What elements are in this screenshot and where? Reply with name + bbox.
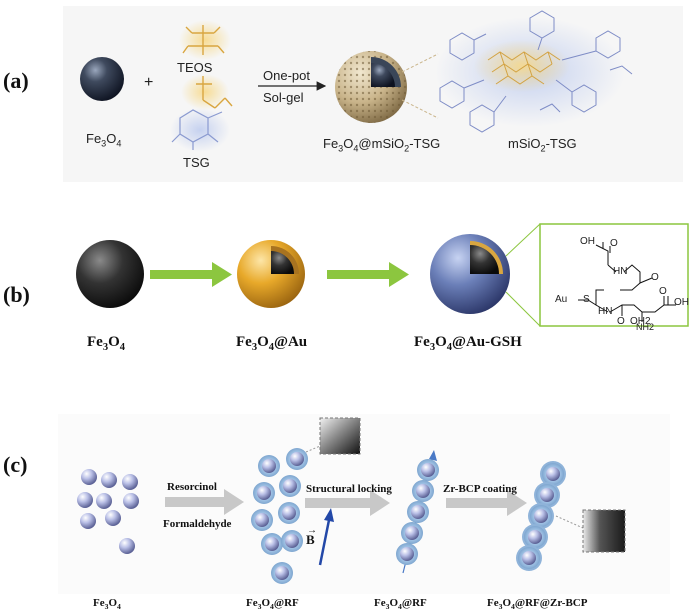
chem-hn-2: HN (598, 306, 613, 317)
c-field-arrow (318, 519, 331, 566)
chem-o-4: O (659, 286, 667, 297)
panel-letter-a: (a) (3, 68, 29, 93)
c-tem-inset-2 (555, 509, 626, 553)
panel-letter-c: (c) (3, 452, 28, 477)
c-tem-inset-1 (305, 417, 361, 455)
c-step-3: Zr-BCP coating (443, 483, 517, 495)
b-label-gsh: Fe3O4@Au-GSH (414, 334, 522, 353)
c-reagent-2: Formaldehyde (163, 518, 232, 530)
c-field-label: B→ (306, 525, 317, 547)
chem-oh-2: OH (674, 297, 689, 308)
c-chain-1 (396, 459, 439, 565)
c-arrow-1 (165, 489, 244, 515)
a-tsg-molecule (170, 74, 233, 152)
b-arrow-1 (150, 262, 232, 287)
a-network-structure (435, 10, 633, 133)
c-label-2: Fe3O4@RF (246, 597, 299, 612)
a-label-fe3o4: Fe3O4 (86, 131, 122, 149)
panel-letter-b: (b) (3, 282, 30, 307)
b-label-fe3o4: Fe3O4 (87, 334, 125, 353)
chem-oh-1: OH (580, 236, 595, 247)
chem-o-1: O (610, 238, 618, 249)
c-step-2: Structural locking (306, 483, 392, 495)
c-free-particles (77, 469, 139, 554)
c-reagent-1: Resorcinol (167, 481, 217, 493)
c-rf-particles (251, 448, 308, 584)
a-core-shell-sphere (335, 51, 407, 123)
c-chain-2 (516, 461, 566, 571)
a-fe3o4-sphere (80, 57, 124, 101)
b-arrow-2 (327, 262, 409, 287)
a-label-tsg: TSG (183, 155, 210, 170)
c-arrow-3 (446, 490, 527, 516)
c-label-3: Fe3O4@RF (374, 597, 427, 612)
chem-o-2: O (651, 272, 659, 283)
chem-oh2: OH2 (630, 316, 651, 327)
c-arrow-2 (305, 490, 390, 516)
a-teos-molecule (179, 20, 231, 60)
b-fe3o4-sphere (76, 240, 144, 308)
chem-o-3: O (617, 316, 625, 327)
a-plus-sign: + (144, 74, 154, 91)
chem-au: Au (555, 294, 568, 305)
b-gsh-skeleton (578, 242, 676, 322)
chem-hn-1: HN (613, 266, 628, 277)
a-label-teos: TEOS (177, 60, 213, 75)
a-label-zoom: mSiO2-TSG (508, 136, 577, 154)
c-label-1: Fe3O4 (93, 597, 121, 612)
c-label-4: Fe3O4@RF@Zr-BCP (487, 597, 588, 612)
b-gold-sphere (237, 240, 305, 308)
chem-nh2: NH2 (636, 322, 655, 332)
a-step-top: One-pot (263, 68, 310, 83)
b-gsh-sphere (430, 234, 510, 314)
a-step-bottom: Sol-gel (263, 90, 304, 105)
a-label-product: Fe3O4@mSiO2-TSG (323, 136, 441, 154)
b-label-gold: Fe3O4@Au (236, 334, 308, 353)
chem-s: S (583, 294, 590, 305)
b-gsh-structure-box (539, 223, 689, 327)
